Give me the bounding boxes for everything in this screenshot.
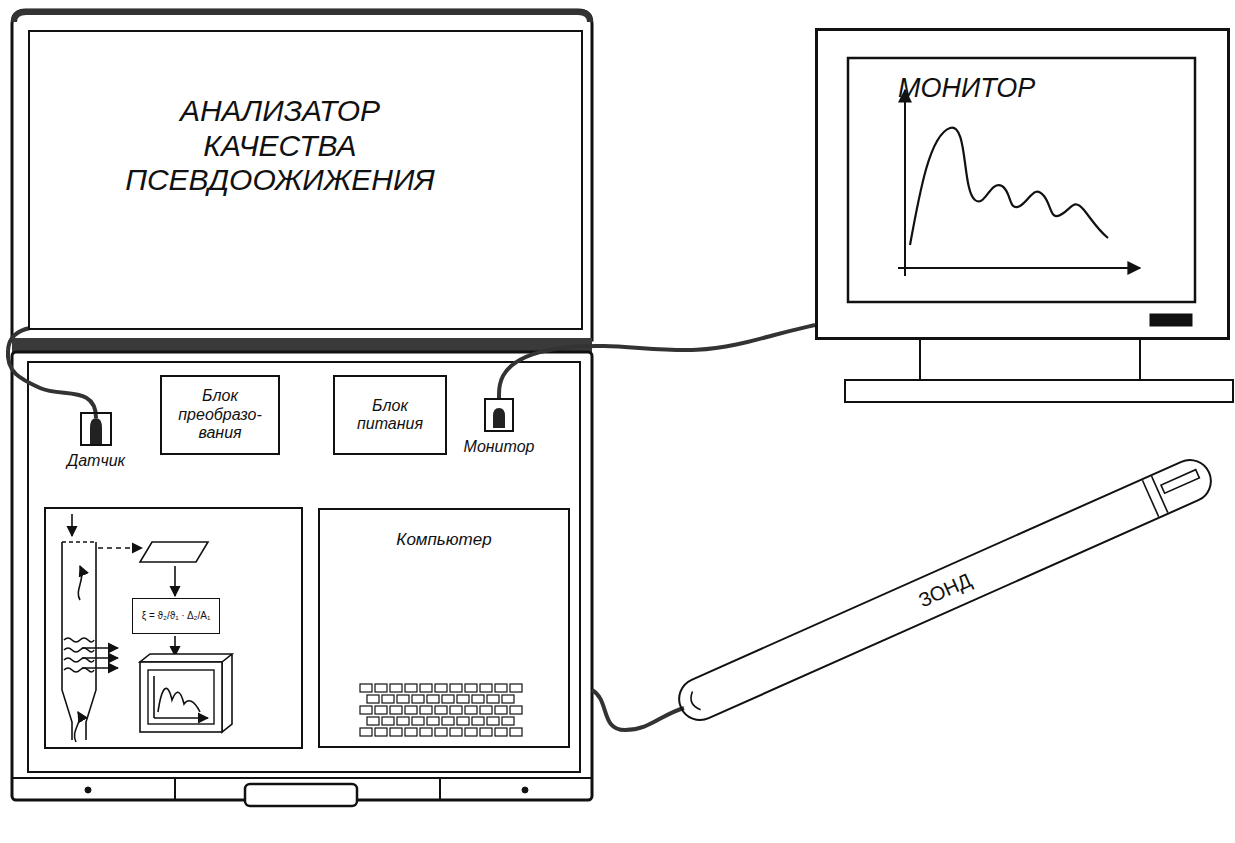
box-label: МОНИТОР bbox=[898, 73, 1035, 104]
cable bbox=[499, 325, 815, 398]
key bbox=[375, 728, 387, 736]
key bbox=[360, 706, 372, 714]
key bbox=[427, 695, 439, 703]
case-base bbox=[12, 352, 592, 806]
box-label: АНАЛИЗАТОР КАЧЕСТВА ПСЕВДООЖИЖЕНИЯ bbox=[110, 94, 450, 198]
key bbox=[465, 728, 477, 736]
key bbox=[457, 695, 469, 703]
key bbox=[427, 717, 439, 725]
key bbox=[435, 728, 447, 736]
process-schematic bbox=[45, 508, 302, 748]
key bbox=[442, 717, 454, 725]
box-label: Блок преобразо- вания bbox=[168, 387, 272, 442]
socket-label: Датчик bbox=[67, 452, 125, 470]
probe-cap bbox=[684, 459, 1207, 721]
sensor-socket: Датчик bbox=[80, 412, 112, 446]
key bbox=[502, 717, 514, 725]
key bbox=[510, 728, 522, 736]
key bbox=[472, 695, 484, 703]
key bbox=[367, 695, 379, 703]
key bbox=[360, 684, 372, 692]
key bbox=[442, 695, 454, 703]
key bbox=[487, 717, 499, 725]
key bbox=[480, 706, 492, 714]
converter-block: Блок преобразо- вания bbox=[160, 375, 280, 455]
key bbox=[420, 706, 432, 714]
monitor-screen: МОНИТОР bbox=[815, 28, 1230, 340]
key bbox=[405, 684, 417, 692]
key bbox=[390, 684, 402, 692]
key bbox=[472, 717, 484, 725]
key bbox=[510, 684, 522, 692]
key bbox=[450, 728, 462, 736]
key bbox=[405, 728, 417, 736]
key bbox=[495, 684, 507, 692]
key bbox=[495, 706, 507, 714]
key bbox=[405, 706, 417, 714]
sensor-plug bbox=[90, 418, 102, 444]
key bbox=[412, 695, 424, 703]
key bbox=[510, 706, 522, 714]
key bbox=[480, 684, 492, 692]
key bbox=[450, 706, 462, 714]
power-block: Блок питания bbox=[333, 375, 447, 455]
key bbox=[367, 717, 379, 725]
probe: ЗОНД bbox=[671, 452, 1219, 728]
key bbox=[465, 684, 477, 692]
computer-box: Компьютер bbox=[318, 508, 570, 748]
formula-box: ξ = ϑ₂/ϑ₁ · Δ₂/A₁ bbox=[132, 598, 220, 634]
key bbox=[382, 695, 394, 703]
keyboard bbox=[360, 684, 522, 736]
box-label: Компьютер bbox=[396, 530, 491, 550]
box-label: ξ = ϑ₂/ϑ₁ · Δ₂/A₁ bbox=[142, 610, 211, 622]
key bbox=[420, 684, 432, 692]
key bbox=[390, 706, 402, 714]
key bbox=[390, 728, 402, 736]
key bbox=[450, 684, 462, 692]
key bbox=[375, 684, 387, 692]
key bbox=[502, 695, 514, 703]
key bbox=[465, 706, 477, 714]
box-label: Блок питания bbox=[349, 397, 431, 434]
key bbox=[495, 728, 507, 736]
case-lid bbox=[12, 10, 592, 340]
sensor-cable bbox=[8, 328, 96, 418]
socket-label: Монитор bbox=[464, 438, 535, 456]
key bbox=[412, 717, 424, 725]
key bbox=[457, 717, 469, 725]
key bbox=[435, 706, 447, 714]
key bbox=[435, 684, 447, 692]
lid-panel: АНАЛИЗАТОР КАЧЕСТВА ПСЕВДООЖИЖЕНИЯ bbox=[28, 30, 583, 330]
box-label: ЗОНД bbox=[915, 568, 975, 612]
probe-cable bbox=[592, 690, 684, 730]
key bbox=[480, 728, 492, 736]
key bbox=[397, 695, 409, 703]
key bbox=[375, 706, 387, 714]
key bbox=[397, 717, 409, 725]
monitor-plug bbox=[493, 408, 505, 428]
key bbox=[382, 717, 394, 725]
monitor-socket: Монитор bbox=[484, 398, 514, 432]
key bbox=[360, 728, 372, 736]
key bbox=[420, 728, 432, 736]
key bbox=[487, 695, 499, 703]
monitor bbox=[845, 58, 1233, 402]
